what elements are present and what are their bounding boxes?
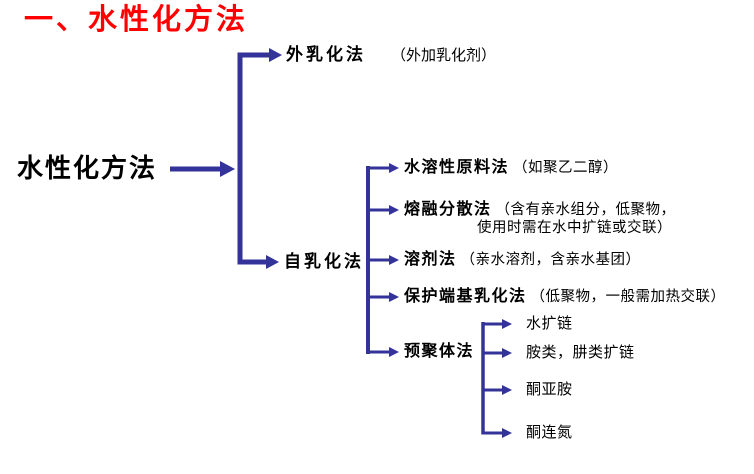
method-label: 溶剂法 (404, 251, 457, 268)
method-row-protected-end-group: 保护端基乳化法 （低聚物，一般需加热交联） (404, 289, 726, 305)
level3-bracket (481, 319, 512, 438)
level1-bracket (237, 48, 282, 269)
root-arrow (170, 161, 235, 177)
method-label: 水溶性原料法 (404, 159, 510, 176)
external-emulsification-label: 外乳化法 (286, 45, 366, 64)
page-title: 一、水性化方法 (24, 4, 249, 36)
leaf-ketimine: 酮亚胺 (526, 381, 573, 398)
level2-bracket (366, 163, 399, 357)
method-label: 保护端基乳化法 (404, 288, 527, 305)
method-label: 熔融分散法 (404, 201, 492, 218)
method-row-prepolymer: 预聚体法 (404, 344, 474, 360)
leaf-amine-hydrazine-chain-extension: 胺类，肼类扩链 (526, 344, 635, 361)
method-note: （低聚物，一般需加热交联） (530, 289, 726, 305)
method-note: （如聚乙二醇） (513, 160, 619, 176)
self-emulsification-label: 自乳化法 (284, 252, 364, 271)
method-row-melt-dispersion: 熔融分散法 （含有亲水组分，低聚物， (404, 202, 676, 218)
method-row-water-soluble: 水溶性原料法 （如聚乙二醇） (404, 160, 618, 176)
leaf-ketazine: 酮连氮 (526, 424, 573, 441)
leaf-water-chain-extension: 水扩链 (526, 315, 573, 332)
method-note-line2: 使用时需在水中扩链或交联） (477, 220, 672, 236)
method-note: （含有亲水组分，低聚物， (495, 202, 676, 218)
method-label: 预聚体法 (404, 343, 475, 360)
external-emulsification-note: （外加乳化剂） (391, 47, 497, 64)
root-node-label: 水性化方法 (17, 153, 158, 183)
method-row-solvent: 溶剂法 （亲水溶剂，含亲水基团） (404, 252, 641, 268)
method-note: （亲水溶剂，含亲水基团） (460, 252, 641, 268)
